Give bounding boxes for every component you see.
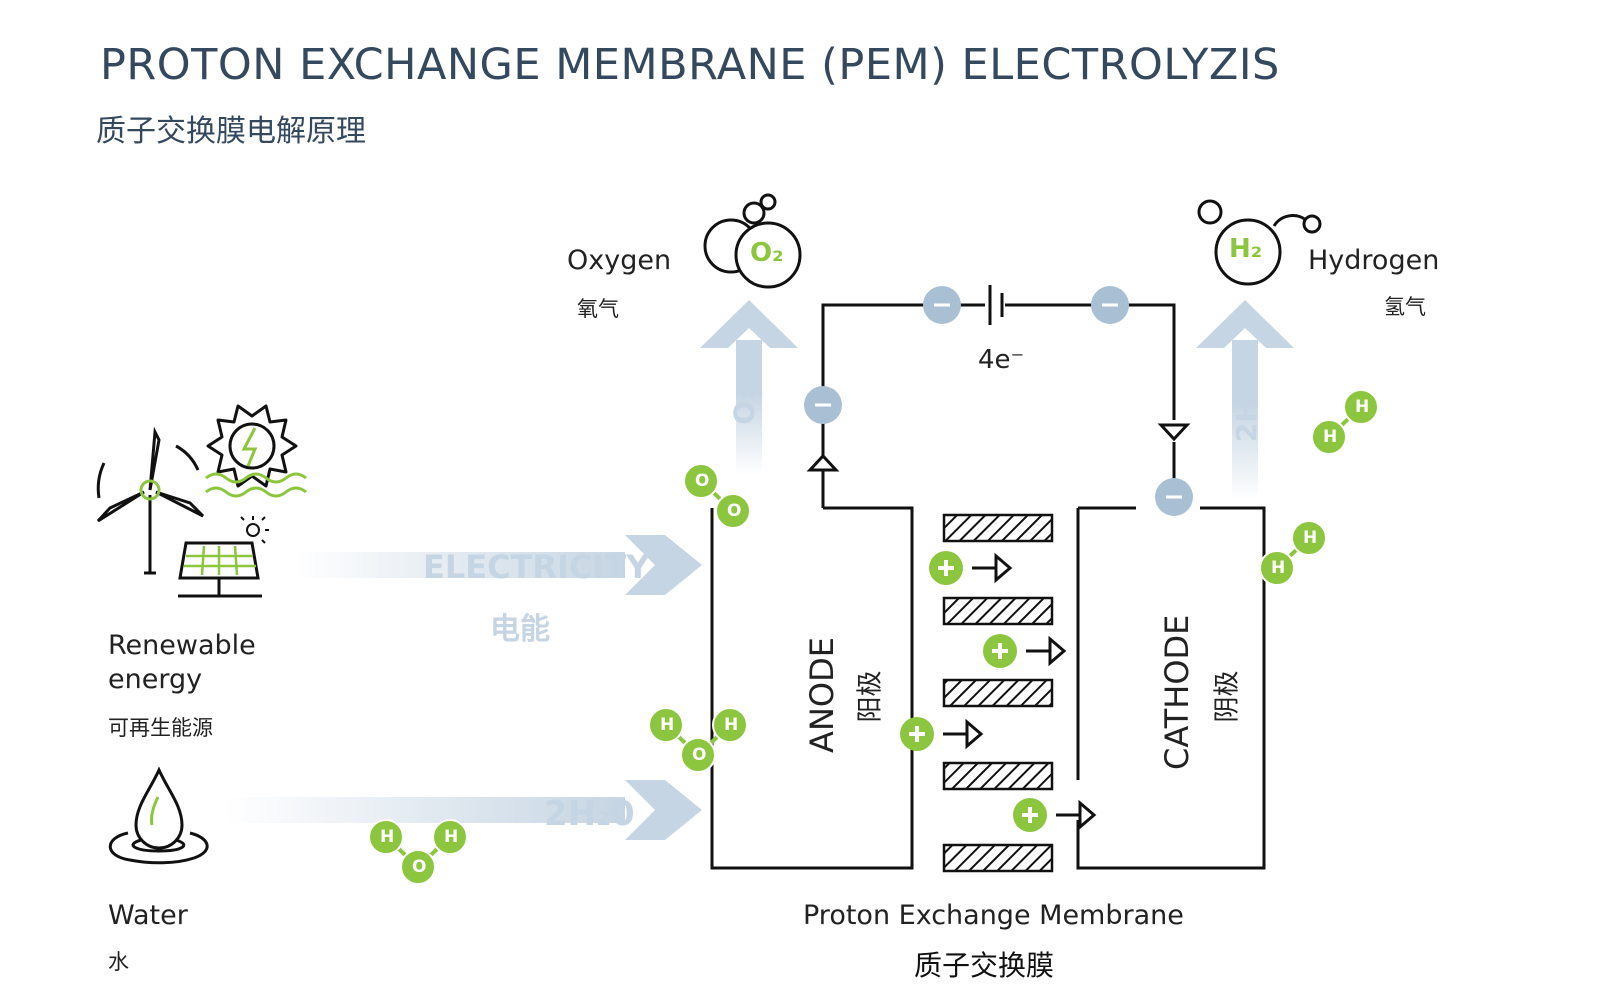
- water-flow-arrow: [225, 780, 702, 840]
- anode-label: ANODE: [803, 637, 841, 753]
- water-label: Water: [108, 900, 188, 931]
- membrane-layers: [942, 513, 1054, 873]
- cathode-label: CATHODE: [1158, 614, 1196, 770]
- proton-flow-markers: [900, 551, 1097, 832]
- oxygen-up-arrow: [700, 300, 798, 475]
- hydrogen-molecule-icon: [1197, 199, 1322, 286]
- cathode-compartment: [1076, 506, 1266, 870]
- cathode-label-cn: 阴极: [1212, 670, 1243, 723]
- oxygen-label-cn: 氧气: [577, 297, 619, 321]
- hydrogen-up-arrow: [1196, 300, 1294, 500]
- hydrogen-label-cn: 氢气: [1384, 295, 1426, 319]
- hydrogen-symbol: H₂: [1229, 234, 1263, 264]
- anode-wire-arrow: [806, 453, 840, 472]
- hydrogen-flow-label: 2H₂: [1230, 386, 1264, 443]
- membrane-label-cn: 质子交换膜: [914, 949, 1055, 982]
- electron-markers: [804, 286, 1193, 516]
- anode-label-cn: 阳极: [855, 670, 886, 723]
- renewable-label-line2: energy: [108, 664, 203, 695]
- atoms: [368, 389, 1379, 885]
- membrane-label: Proton Exchange Membrane: [803, 900, 1184, 931]
- electricity-label-cn: 电能: [490, 612, 550, 647]
- water-label-cn: 水: [108, 950, 129, 974]
- wind-turbine-icon: [96, 426, 205, 575]
- water-input-label: 2H₂0: [544, 794, 635, 834]
- page-subtitle: 质子交换膜电解原理: [96, 114, 366, 149]
- water-drop-icon: [108, 766, 209, 865]
- external-circuit: [821, 303, 1176, 508]
- renewable-label-cn: 可再生能源: [108, 716, 213, 740]
- electricity-flow-arrow: [295, 535, 702, 595]
- oxygen-symbol: O₂: [750, 238, 784, 268]
- oxygen-molecule-icon: [703, 193, 802, 289]
- page-title: PROTON EXCHANGE MEMBRANE (PEM) ELECTROLY…: [100, 40, 1280, 90]
- oxygen-flow-label: O₂: [727, 388, 761, 425]
- electron-count-label: 4e⁻: [978, 345, 1025, 375]
- solar-panel-icon: [178, 516, 269, 598]
- sun-icon: [205, 404, 307, 498]
- electricity-label: ELECTRICITY: [423, 548, 650, 586]
- oxygen-label: Oxygen: [567, 245, 672, 276]
- battery-icon: [988, 285, 1004, 325]
- renewable-label-line1: Renewable: [108, 630, 256, 661]
- hydrogen-label: Hydrogen: [1308, 245, 1440, 276]
- cathode-wire-arrow: [1157, 423, 1191, 442]
